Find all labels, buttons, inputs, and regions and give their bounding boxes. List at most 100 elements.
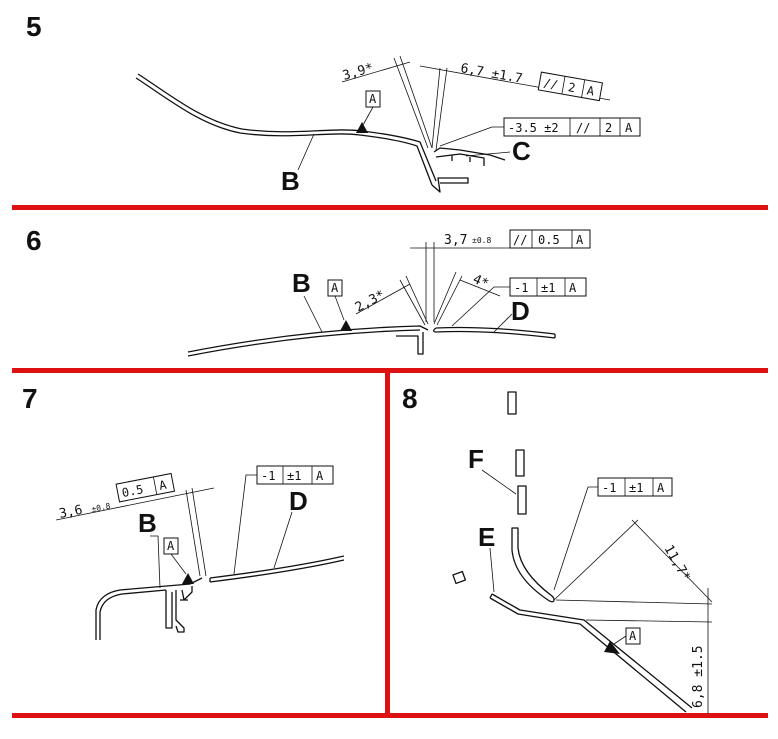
fcf-8-flush-value: -1 (602, 481, 616, 495)
f-segment-1 (507, 391, 517, 415)
datum-a-triangle (356, 122, 368, 133)
angle-line-1 (393, 57, 429, 149)
panel-6: 6 3,7 ±0.8 // 0.5 A 2,3* 4* -1 ±1 A (26, 225, 591, 357)
ref7-letter-d: D (289, 486, 308, 516)
gap-dim-text: 6,7 ±1.7 (459, 61, 523, 87)
fcf-7-gap-sep (153, 476, 158, 495)
panel-c-profile (433, 147, 506, 166)
divider-bottom (12, 713, 768, 718)
fcf-5-symbol: // (542, 76, 559, 92)
ref7-letter-b: B (138, 508, 157, 538)
panel7-d-inner (209, 559, 345, 583)
fcf-5-sep2 (581, 79, 586, 98)
panel-b-outer (135, 77, 433, 186)
datum-a-label: A (369, 92, 377, 106)
panel-5: 5 A 3,9* 6,7 ±1.7 // 2 A (26, 11, 641, 196)
fcf-5-value: 2 (567, 80, 577, 95)
ref8-letter-f: F (468, 444, 484, 474)
fcf-7-flush-leader (233, 474, 257, 575)
fcf-6-gap-symbol: // (513, 233, 527, 247)
panel-number-5: 5 (26, 11, 42, 42)
ref7-d-leader (273, 511, 293, 569)
panel7-b-bracket (165, 586, 193, 633)
angle-dim-text: 3,9* (341, 61, 375, 84)
panel6-right-inner (433, 327, 556, 339)
dist8-ext (553, 519, 639, 601)
panel-number-6: 6 (26, 225, 42, 256)
divider-5-6 (12, 205, 768, 210)
part-e-inner (489, 593, 687, 713)
fcf-5-sep1 (561, 76, 566, 95)
panel-b-inner (137, 73, 437, 182)
fcf-7-gap-datum: A (158, 478, 169, 493)
fcf-7-flush-value: -1 (261, 469, 275, 483)
panel-number-8: 8 (402, 383, 418, 414)
gap7-line-2 (191, 487, 207, 577)
ref7-b-leader (150, 535, 161, 589)
datum6-leader (334, 295, 345, 321)
fcf-7-flush-datum: A (316, 469, 324, 483)
fcf-5-datum: A (586, 83, 596, 98)
panel7-d-outer (209, 555, 345, 579)
ref6-letter-d: D (511, 296, 530, 326)
ref8-line-bottom (585, 619, 713, 623)
dist8-dim-line (631, 519, 713, 603)
ref8-e-leader (489, 547, 495, 593)
panel-dividers (12, 205, 768, 718)
part-e-outer (491, 593, 693, 709)
ref-letter-c: C (512, 136, 531, 166)
panel6-right-outer (435, 326, 556, 335)
fcf-6-gap-value: 0.5 (538, 233, 560, 247)
gap6-tol: ±0.8 (472, 236, 491, 245)
angle6-r2 (436, 275, 463, 326)
fcf-8-flush-datum: A (657, 481, 665, 495)
panel6-left-flange (396, 332, 424, 355)
panel7-b-outer (95, 577, 203, 640)
fcf-6-gap (509, 229, 591, 249)
fcf-5-frame (537, 71, 604, 102)
ref-c-leader (465, 151, 511, 157)
angle6-l1 (399, 279, 426, 326)
ref6-b-leader (303, 295, 323, 333)
angle6-left-text: 2,3* (353, 288, 388, 316)
gap7-line-1 (185, 489, 201, 577)
angle6-right-text: 4* (470, 272, 490, 292)
fcf-7-gap: 0.5 A (115, 472, 176, 503)
divider-7-8 (385, 370, 390, 718)
datum7-leader (170, 553, 187, 575)
ref6-d-leader (493, 313, 513, 333)
fcf-5-flush-datum: A (625, 121, 633, 135)
gap7-dim-line (55, 487, 215, 521)
ref6-letter-b: B (292, 268, 311, 298)
fcf-5-parallel: // 2 A (537, 71, 604, 102)
panel6-left-outer (187, 325, 429, 353)
panel6-left-inner (187, 329, 421, 357)
panel-number-7: 7 (22, 383, 38, 414)
ref8-line-top (555, 599, 713, 605)
datum7-label: A (167, 539, 175, 553)
fcf-6-flush-value: -1 (514, 281, 528, 295)
datum7-triangle (182, 573, 194, 584)
panel7-b-inner (99, 589, 167, 640)
fcf-6-gap-datum: A (576, 233, 584, 247)
gap6-value: 3,7 (444, 233, 467, 248)
angle-dim-leader (341, 61, 411, 83)
part-f-lower (511, 527, 555, 603)
angle6-r1 (433, 271, 457, 325)
fcf-6-flush-leader (451, 286, 510, 327)
angle-line-3 (431, 67, 441, 149)
angle-line-2 (399, 55, 433, 149)
small-part (452, 570, 467, 585)
ref-b-leader (297, 133, 315, 171)
datum6-label: A (331, 281, 339, 295)
datum8-triangle (604, 641, 620, 654)
fcf-7-flush-tol: ±1 (287, 469, 301, 483)
panel-7: 7 3,6 ±0.8 0.5 A -1 ±1 A A (22, 383, 345, 640)
gap7-value: 3,6 (58, 503, 84, 522)
fcf-7-gap-value: 0.5 (121, 482, 145, 500)
datum6-triangle (340, 320, 352, 331)
datum-a-leader (362, 106, 374, 126)
datum8-label: A (629, 629, 637, 643)
ref8-letter-e: E (478, 522, 495, 552)
